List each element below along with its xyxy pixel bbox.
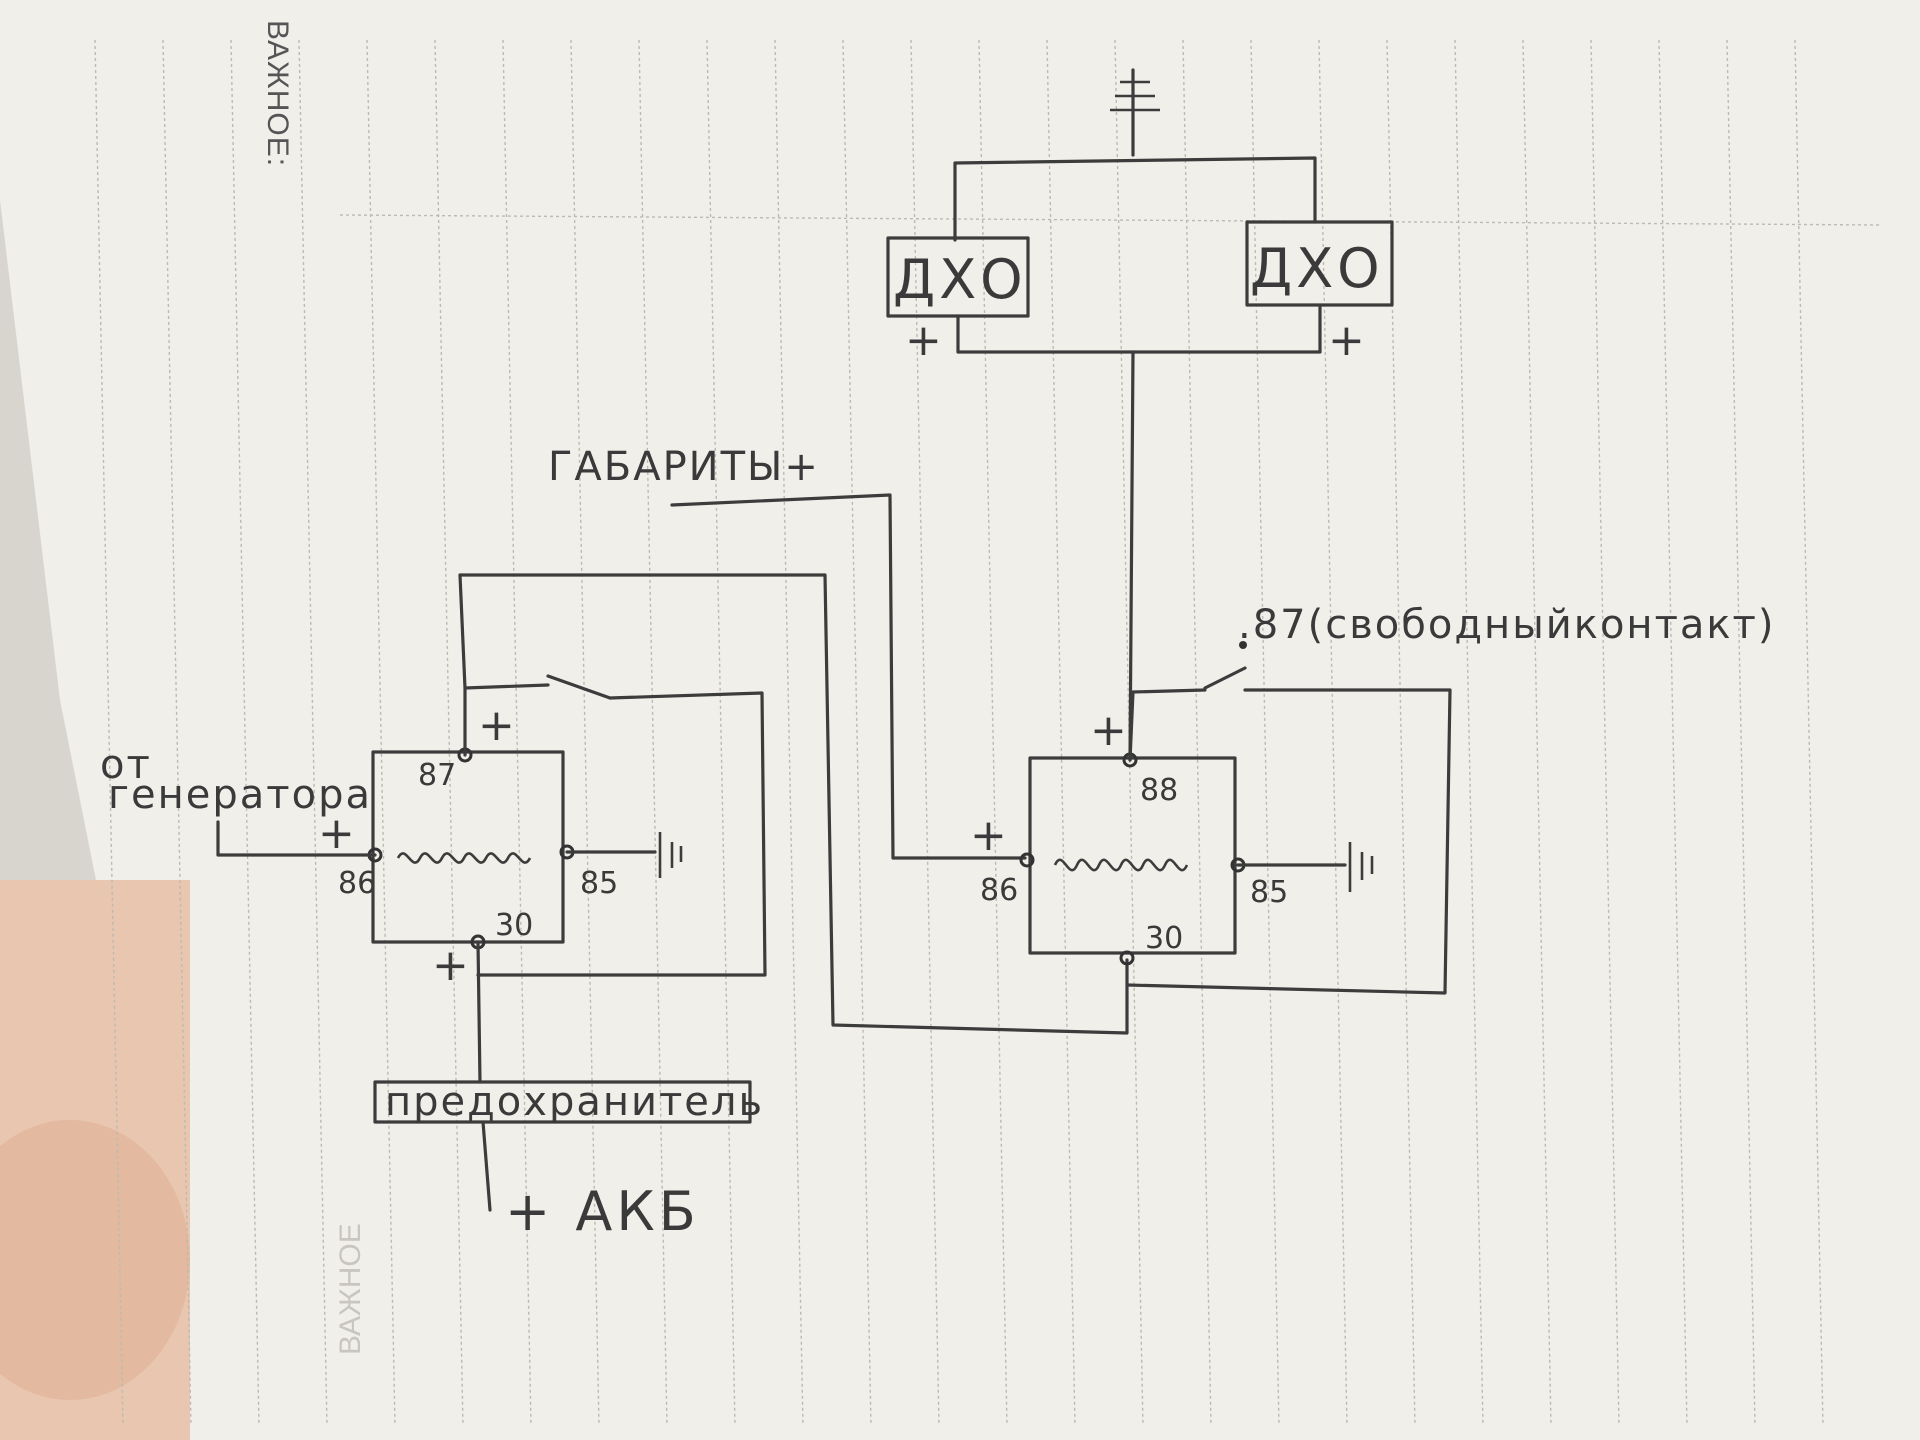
ruled-line	[978, 39, 1008, 1426]
ruled-line	[910, 39, 940, 1426]
relay-left-30-wire	[476, 940, 482, 1084]
relay-left-plus-30: +	[432, 940, 469, 991]
ruled-line	[434, 39, 464, 1426]
relay-right-pin-88: 88	[1140, 773, 1178, 808]
ruled-line	[502, 39, 532, 1426]
drl-right-plus: +	[1328, 315, 1365, 366]
relay-right-pin-30: 30	[1145, 921, 1183, 956]
relay-right-pin-85: 85	[1250, 875, 1288, 910]
ruled-line	[1182, 39, 1212, 1426]
ruled-line	[1794, 39, 1824, 1426]
ruled-lines	[94, 39, 1824, 1426]
relay-left-pin-86: 86	[338, 866, 376, 901]
lights-label: ГАБАРИТЫ+	[548, 444, 820, 490]
generator-label-1: от	[100, 742, 152, 788]
fuse-label: предохранитель	[385, 1079, 764, 1125]
ruled-line	[298, 39, 328, 1426]
ruled-line	[1590, 39, 1620, 1426]
ghost-header: ВАЖНОЕ	[334, 1223, 367, 1355]
generator-label-2: генератора	[108, 772, 372, 818]
drl-right-label: ДХО	[1250, 237, 1384, 300]
ruled-line	[706, 39, 736, 1426]
ruled-line	[1454, 39, 1484, 1426]
ruled-line	[162, 39, 192, 1426]
ruled-line	[1318, 39, 1348, 1426]
drl-left-plus: +	[905, 315, 942, 366]
relay-right: 88 86 85 30 + + .87(свободныйконтакт)	[970, 602, 1775, 995]
ruled-line	[1250, 39, 1280, 1426]
drl-left-label: ДХО	[893, 248, 1027, 311]
thumb	[0, 1120, 190, 1400]
ruled-line	[774, 39, 804, 1426]
ruled-line	[1658, 39, 1688, 1426]
ruled-line	[1522, 39, 1552, 1426]
relay-right-plus-88: +	[1090, 705, 1127, 756]
lights-wire	[670, 493, 1027, 860]
battery-label: + АКБ	[505, 1180, 700, 1243]
relay-left-switch-loop	[476, 691, 767, 977]
relay-right-node-30	[1119, 950, 1135, 966]
ruled-line	[1046, 39, 1076, 1426]
ruled-line	[94, 39, 124, 1426]
relay-left-pin-87: 87	[418, 758, 456, 793]
drl-ground-bus	[953, 156, 1317, 242]
relay-left: 87 86 85 30 + + + от генератора предохра…	[100, 573, 1129, 1243]
relay-left-pin-30: 30	[495, 908, 533, 943]
relay-left-plus-87: +	[478, 700, 515, 751]
relay-right-node-86	[1019, 852, 1035, 868]
free-contact-label: .87(свободныйконтакт)	[1238, 602, 1775, 648]
free-contact-dot	[1239, 641, 1247, 649]
relay-right-switch-blade	[1203, 666, 1247, 690]
printed-header: ВАЖНОЕ:	[261, 20, 294, 167]
relay-right-pin-86: 86	[980, 873, 1018, 908]
relay-left-switch-blade	[546, 674, 612, 700]
relay-right-switch-loop	[1125, 688, 1452, 995]
drl-feed-wire	[1128, 350, 1135, 762]
relay-left-coil	[396, 852, 532, 864]
ruled-line	[638, 39, 668, 1426]
relay-left-pin-85: 85	[580, 866, 618, 901]
drl-assembly: ДХО + ДХО +	[886, 68, 1394, 762]
relay-left-plus-86: +	[318, 808, 355, 859]
relay-right-88-wire	[1128, 688, 1207, 762]
relay-left-to-right-30	[458, 573, 1129, 1035]
generator-wire	[216, 820, 377, 857]
ruled-line	[842, 39, 872, 1426]
ruled-line	[1726, 39, 1756, 1426]
horizontal-rule	[339, 214, 1881, 226]
relay-right-plus-86: +	[970, 810, 1007, 861]
relay-right-coil	[1053, 858, 1189, 872]
drl-plus-bus	[956, 303, 1322, 354]
fuse-box	[373, 1080, 752, 1124]
ruled-line	[366, 39, 396, 1426]
battery-wire	[481, 1120, 492, 1212]
ruled-line	[570, 39, 600, 1426]
ruled-line	[230, 39, 260, 1426]
